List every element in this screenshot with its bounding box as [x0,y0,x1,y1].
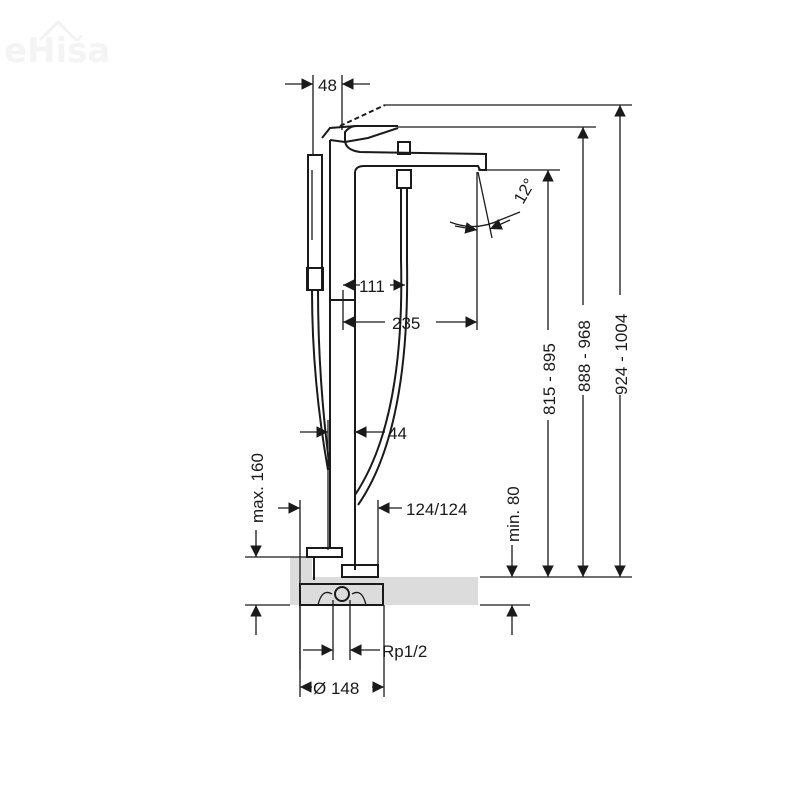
dim-spout-offset: 111 [359,277,385,296]
dim-base-width: 124/124 [406,500,467,519]
dim-height-lever: 888 - 968 [575,320,594,392]
dim-connection: Rp1/2 [382,642,427,661]
dim-height-spout: 815 - 895 [540,343,559,415]
dim-column-width: 44 [388,424,407,443]
dim-width-top: 48 [318,76,337,95]
dim-spout-angle: 12° [510,175,539,207]
svg-text:eHiša: eHiša [4,31,110,71]
faucet-body [299,104,487,606]
logo-watermark: eHiša [4,19,110,71]
dim-min-depth: min. 80 [504,486,523,542]
dim-height-lever-raised: 924 - 1004 [612,314,631,395]
extension-lines [245,75,632,697]
dim-diameter: Ø 148 [313,679,359,698]
dim-max-height: max. 160 [248,453,267,523]
dim-spout-projection: 235 [392,314,420,333]
